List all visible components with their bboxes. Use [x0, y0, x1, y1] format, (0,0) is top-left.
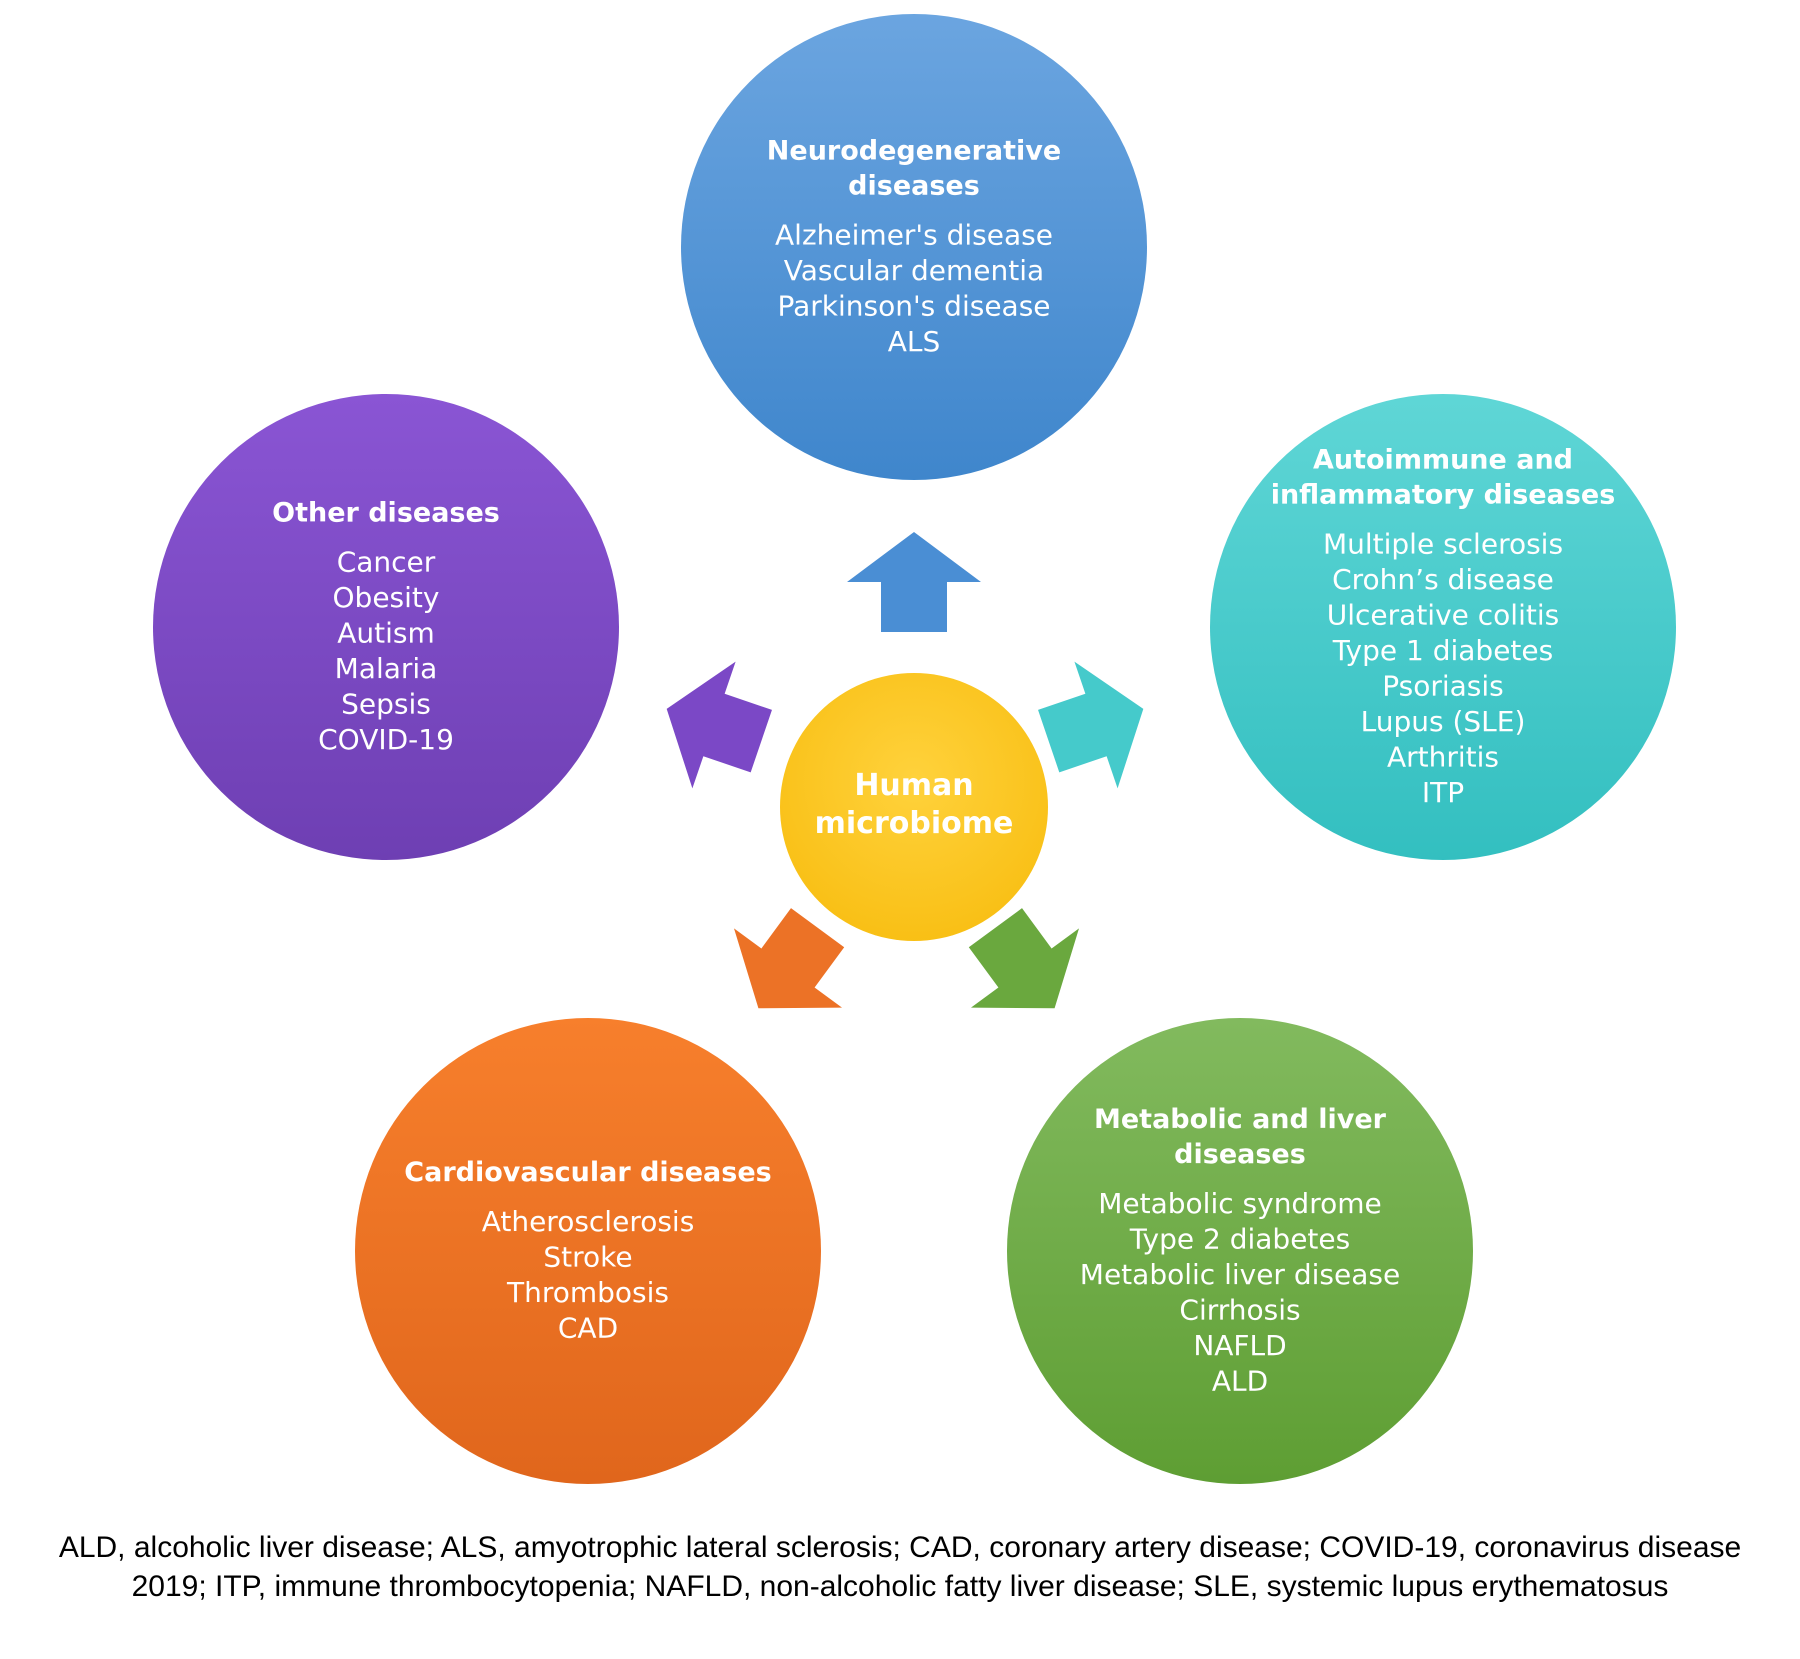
other-item: Sepsis	[341, 688, 431, 721]
autoimmune-arrow	[1038, 661, 1144, 789]
autoimmune-title-line: Autoimmune and	[1313, 445, 1573, 476]
metabolic-item: ALD	[1212, 1365, 1268, 1398]
other-item: Autism	[337, 617, 435, 650]
metabolic-title-line: diseases	[1174, 1139, 1306, 1170]
autoimmune-item: ITP	[1422, 776, 1464, 809]
autoimmune-title-line: inflammatory diseases	[1271, 480, 1616, 511]
cardiovascular-title-line: Cardiovascular diseases	[404, 1157, 771, 1188]
other-title-line: Other diseases	[272, 498, 500, 529]
neurodegenerative-title-line: Neurodegenerative	[767, 136, 1061, 167]
neurodegenerative-item: Parkinson's disease	[777, 290, 1050, 323]
neurodegenerative-title-line: diseases	[848, 171, 980, 202]
neurodegenerative-item: ALS	[888, 325, 941, 358]
neurodegenerative-circle	[681, 14, 1147, 480]
neurodegenerative-item: Vascular dementia	[784, 254, 1044, 287]
cardiovascular-item: CAD	[558, 1312, 618, 1345]
metabolic-item: Metabolic syndrome	[1098, 1187, 1382, 1220]
autoimmune-item: Lupus (SLE)	[1361, 705, 1526, 738]
cardiovascular-item: Thrombosis	[506, 1276, 669, 1309]
arrows-layer	[666, 532, 1144, 1009]
other-circle	[153, 394, 619, 860]
cardiovascular-circle	[355, 1018, 821, 1484]
autoimmune-item: Psoriasis	[1382, 670, 1504, 703]
metabolic-circle	[1007, 1018, 1473, 1484]
autoimmune-item: Crohn’s disease	[1332, 563, 1554, 596]
center-title-line: Human	[854, 768, 973, 803]
autoimmune-item: Arthritis	[1387, 741, 1499, 774]
cardiovascular-arrow	[733, 908, 845, 1009]
metabolic-item: Type 2 diabetes	[1129, 1223, 1350, 1256]
autoimmune-item: Multiple sclerosis	[1323, 528, 1563, 561]
metabolic-item: Metabolic liver disease	[1080, 1258, 1400, 1291]
metabolic-item: NAFLD	[1193, 1329, 1286, 1362]
cardiovascular-group: Cardiovascular diseasesAtherosclerosisSt…	[355, 1018, 821, 1484]
autoimmune-item: Ulcerative colitis	[1327, 599, 1559, 632]
autoimmune-group: Autoimmune and inflammatory diseasesMulti…	[1210, 394, 1676, 860]
metabolic-item: Cirrhosis	[1179, 1294, 1300, 1327]
metabolic-title-line: Metabolic and liver	[1094, 1104, 1387, 1135]
cardiovascular-item: Stroke	[543, 1241, 632, 1274]
other-item: Malaria	[335, 652, 438, 685]
center-title-line: microbiome	[815, 806, 1014, 841]
other-item: Obesity	[333, 581, 440, 614]
metabolic-arrow	[968, 908, 1080, 1009]
other-arrow	[666, 661, 772, 789]
other-item: Cancer	[337, 546, 436, 579]
neurodegenerative-item: Alzheimer's disease	[775, 219, 1053, 252]
cardiovascular-item: Atherosclerosis	[482, 1205, 695, 1238]
autoimmune-circle	[1210, 394, 1676, 860]
other-item: COVID-19	[318, 723, 454, 756]
abbreviations-legend: ALD, alcoholic liver disease; ALS, amyot…	[58, 1531, 1742, 1603]
neurodegenerative-arrow	[847, 532, 981, 632]
autoimmune-item: Type 1 diabetes	[1332, 634, 1553, 667]
other-group: Other diseasesCancerObesityAutismMalaria…	[153, 394, 619, 860]
center-circle	[780, 673, 1048, 941]
